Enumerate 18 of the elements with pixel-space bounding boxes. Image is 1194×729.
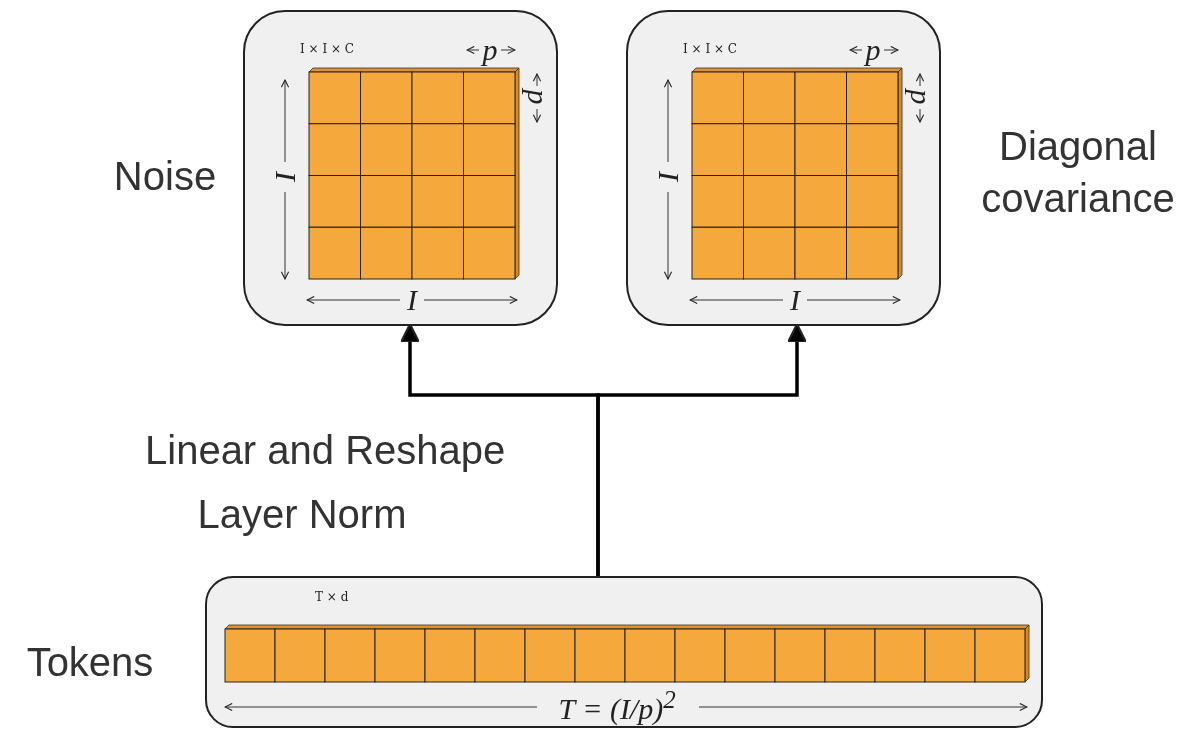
operation-label: Linear and Reshape (145, 427, 506, 474)
dimension-label: p (865, 35, 881, 65)
dimension-label: I (407, 285, 417, 315)
dimension-label: I (653, 172, 683, 182)
shape-label: I × I × C (683, 42, 738, 56)
dimension-label: I (270, 172, 300, 182)
node-heading: Tokens (25, 639, 155, 686)
arrow (596, 323, 808, 576)
node-heading: Noise (112, 153, 218, 200)
dimension-label: p (522, 89, 552, 105)
shape-label: I × I × C (300, 42, 355, 56)
dimension-label: T = (I/p)$^{2}$ (558, 684, 676, 724)
dimension-label: p (482, 35, 498, 65)
dimension-label: I (790, 285, 800, 315)
operation-label: Layer Norm (197, 491, 407, 538)
node-heading: Diagonal covariance (980, 123, 1176, 222)
dimension-label: p (905, 89, 935, 105)
shape-label: T × d (315, 590, 349, 604)
